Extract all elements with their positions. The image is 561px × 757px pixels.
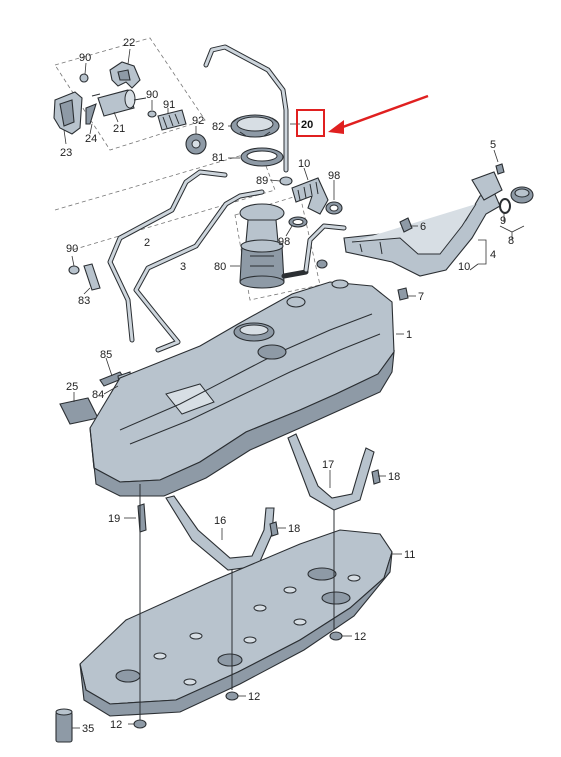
leader-lines	[63, 48, 525, 729]
highlight-arrow-head	[328, 120, 344, 134]
part-4-filler-neck	[343, 191, 501, 277]
part-22-bracket	[109, 61, 141, 89]
part-9-seal-ring	[499, 198, 511, 214]
part-12-nut-left	[133, 719, 147, 729]
label-98-right: 98	[328, 170, 340, 182]
part-23-bracket	[53, 91, 83, 135]
label-20: 20	[301, 119, 313, 131]
label-10-lower: 10	[458, 261, 470, 273]
label-12-right: 12	[354, 631, 366, 643]
part-35-cartridge	[55, 708, 73, 743]
part-12-nut-mid	[225, 691, 239, 701]
part-91-hose-piece	[157, 109, 187, 131]
part-98-clamp-right	[325, 201, 343, 215]
label-92: 92	[192, 115, 204, 127]
label-8: 8	[508, 235, 514, 247]
label-17: 17	[322, 459, 334, 471]
highlight-arrow	[339, 94, 429, 130]
part-90-clip-left	[68, 265, 80, 275]
highlight-box	[296, 109, 325, 137]
part-82-locking-ring	[230, 114, 280, 138]
label-19: 19	[108, 513, 120, 525]
label-7: 7	[418, 291, 424, 303]
part-hose-end-clamp	[316, 259, 328, 269]
part-7-screw	[397, 287, 409, 301]
part-83-hose-piece	[83, 263, 101, 291]
part-5-screw	[495, 163, 505, 175]
label-90-top: 90	[79, 52, 91, 64]
label-2: 2	[144, 237, 150, 249]
part-24-pin	[85, 103, 97, 125]
label-80: 80	[214, 261, 226, 273]
part-90-clip-top	[79, 73, 89, 83]
label-98-left: 98	[278, 236, 290, 248]
part-1-fuel-tank	[89, 279, 395, 497]
part-16-strap	[165, 495, 275, 571]
part-89-clamp	[279, 176, 293, 186]
part-filler-cap-housing	[471, 171, 503, 201]
part-92-ring	[185, 133, 207, 155]
label-11: 11	[404, 549, 415, 561]
part-18-bolt-left	[269, 521, 279, 537]
label-6: 6	[420, 221, 426, 233]
label-18-left: 18	[288, 523, 300, 535]
label-84: 84	[92, 389, 104, 401]
label-25: 25	[66, 381, 78, 393]
label-90-mid: 90	[146, 89, 158, 101]
part-17-strap	[287, 433, 375, 511]
label-1: 1	[406, 329, 412, 341]
label-12-mid: 12	[248, 691, 260, 703]
label-85: 85	[100, 349, 112, 361]
part-18-bolt-right	[371, 469, 381, 485]
part-21-fuel-filter	[91, 89, 147, 117]
label-5: 5	[490, 139, 496, 151]
part-90-ring-mid	[147, 110, 157, 118]
label-23: 23	[60, 147, 72, 159]
part-2-fuel-line	[107, 169, 228, 343]
part-10-hose-upper	[291, 177, 329, 215]
part-81-seal	[240, 147, 284, 167]
label-22: 22	[123, 37, 135, 49]
assembly-outline-top-left	[54, 37, 206, 151]
label-9: 9	[500, 215, 506, 227]
label-83: 83	[78, 295, 90, 307]
label-89: 89	[256, 175, 268, 187]
part-6-clip	[399, 217, 413, 233]
label-82: 82	[212, 121, 224, 133]
label-4: 4	[490, 249, 496, 261]
label-10-upper: 10	[298, 158, 310, 170]
label-12-left: 12	[110, 719, 122, 731]
label-90-left: 90	[66, 243, 78, 255]
label-3: 3	[180, 261, 186, 273]
label-16: 16	[214, 515, 226, 527]
part-8-fuel-cap	[510, 186, 534, 204]
label-18-right: 18	[388, 471, 400, 483]
assembly-outline-left	[54, 149, 276, 251]
part-80-fuel-pump	[239, 203, 309, 289]
part-12-nut-right	[329, 631, 343, 641]
label-35: 35	[82, 723, 94, 735]
part-11-underbody-shield	[79, 529, 393, 717]
part-98-clamp-left	[288, 216, 308, 228]
part-19-bolt	[137, 503, 147, 533]
label-21: 21	[113, 123, 125, 135]
label-81: 81	[212, 152, 224, 164]
part-25-pad	[59, 397, 99, 425]
label-91: 91	[163, 99, 175, 111]
label-24: 24	[85, 133, 97, 145]
